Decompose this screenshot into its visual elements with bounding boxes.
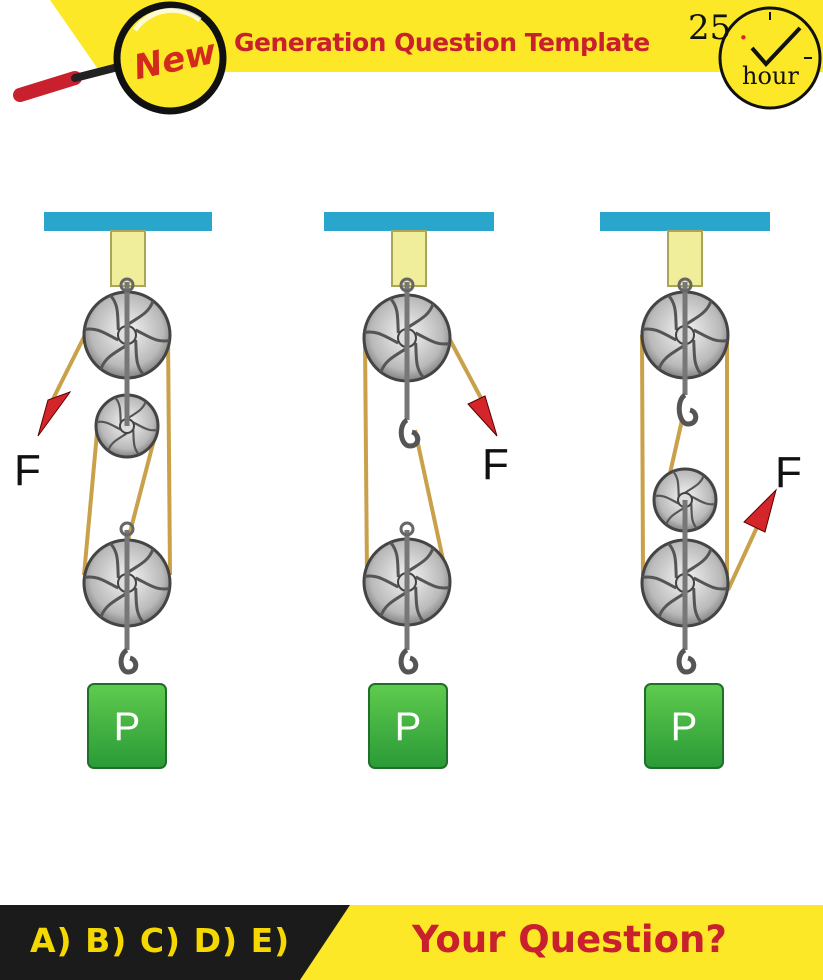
weight-box — [368, 683, 448, 769]
weight-box — [87, 683, 167, 769]
weight-label: P — [671, 705, 698, 749]
clock-icon — [718, 6, 822, 110]
hook-icon — [118, 647, 139, 675]
banner-yellow-band — [50, 0, 823, 72]
force-label: F — [14, 446, 41, 495]
question-prompt: Your Question? — [412, 918, 727, 961]
force-label: F — [482, 440, 509, 489]
force-arrow — [467, 395, 498, 437]
magnifier-icon — [13, 1, 227, 115]
figure-3: P — [600, 212, 777, 769]
check-mark-icon — [750, 26, 802, 67]
ceiling-mount — [110, 230, 146, 287]
rope — [48, 334, 172, 576]
hook-icon — [676, 647, 697, 675]
page-title: Generation Question Template — [234, 28, 650, 57]
footer-banner — [0, 905, 823, 980]
hook-icon — [676, 392, 699, 427]
answer-options: A) B) C) D) E) — [30, 921, 291, 960]
rope — [363, 337, 484, 579]
weight-box — [644, 683, 724, 769]
hour-dot: . — [738, 8, 749, 48]
weight-label: P — [395, 705, 422, 749]
figure-2: P — [324, 212, 498, 769]
figure-1: P — [37, 212, 212, 769]
hook-icon — [398, 647, 419, 675]
force-label: F — [775, 448, 802, 497]
ceiling-beam — [44, 212, 212, 231]
ceiling-beam — [600, 212, 770, 231]
force-arrow — [743, 488, 777, 533]
ceiling-beam — [324, 212, 494, 231]
hour-number: 25 — [688, 8, 732, 48]
header-banner — [13, 0, 823, 115]
hour-label: hour — [742, 62, 799, 90]
hook-icon — [398, 417, 421, 449]
pulley-diagram: P P — [37, 212, 777, 769]
ceiling-mount — [391, 230, 427, 287]
weight-label: P — [114, 705, 141, 749]
footer-black-band — [0, 905, 350, 980]
force-arrow — [37, 391, 72, 437]
